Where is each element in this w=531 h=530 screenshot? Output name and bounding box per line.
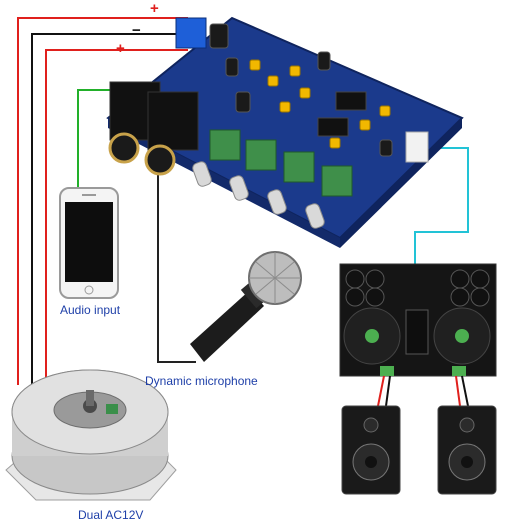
black-wire [31,33,188,385]
audio-input-label: Audio input [60,303,121,317]
red-wire-inner [45,49,188,385]
polarity-plus-top: + [150,0,159,17]
polarity-plus-lower: + [116,40,125,57]
mic-wire [157,170,196,363]
cyan-output-wire [414,147,469,272]
amplifier-board-icon [339,263,497,377]
polarity-minus: − [132,22,141,39]
power-wires [17,17,188,385]
speaker-icon [341,405,401,495]
toroidal-transformer-icon [5,369,177,501]
red-wire-outer [17,17,188,385]
power-supply-label: Dual AC12V [78,508,144,522]
preamp-board-icon [106,16,464,248]
dynamic-microphone-label: Dynamic microphone [145,374,258,388]
microphone-icon [190,251,302,362]
speaker-icon [437,405,497,495]
smartphone-icon [59,187,119,299]
